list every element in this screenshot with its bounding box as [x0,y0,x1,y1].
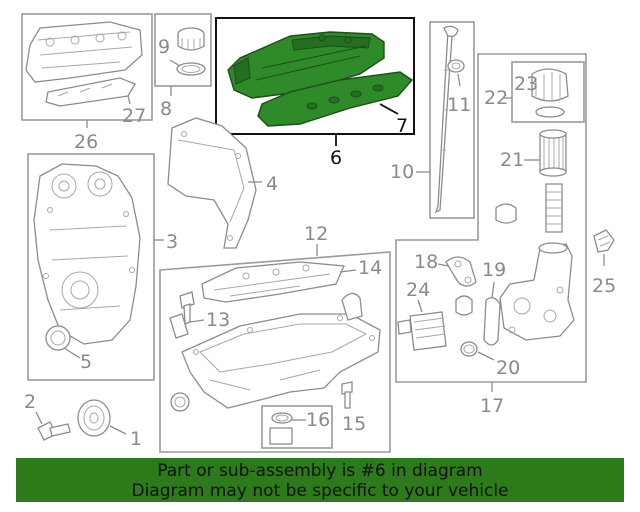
callout-9: 9 [158,36,170,58]
drain-plug-washer-part[interactable] [170,392,190,412]
group-box-16 [261,405,333,449]
callout-7: 7 [396,115,408,137]
callout-1: 1 [130,428,142,450]
o-ring-20-part[interactable] [460,341,478,357]
banner-line-1: Part or sub-assembly is #6 in diagram [157,461,483,481]
leader-19 [491,281,495,299]
callout-15: 15 [342,413,366,435]
bolt-15-part[interactable] [341,381,353,409]
leader-27 [127,95,131,105]
oil-pump-pickup-part[interactable] [201,261,345,303]
leader-1 [109,425,127,435]
crank-pulley-part[interactable] [77,399,111,437]
leader-11 [457,73,461,87]
callout-19: 19 [482,259,506,281]
callout-3: 3 [166,231,178,253]
leader-13 [189,319,205,323]
leader-5 [63,347,81,359]
callout-11: 11 [447,94,471,116]
callout-5: 5 [80,351,92,373]
leader-18 [437,263,449,267]
callout-17: 17 [480,395,504,417]
callout-22: 22 [484,87,508,109]
callout-14: 14 [358,257,382,279]
leader-14 [339,269,357,273]
callout-23: 23 [514,73,538,95]
group-box-3 [27,153,155,381]
callout-18: 18 [414,251,438,273]
oil-cooler-part[interactable] [397,295,473,351]
callout-26: 26 [74,131,98,153]
callout-2: 2 [24,391,36,413]
callout-4: 4 [266,173,278,195]
leader-24 [417,299,423,313]
callout-27: 27 [122,105,146,127]
callout-13: 13 [206,309,230,331]
group-box-10 [429,21,475,219]
banner-line-2: Diagram may not be specific to your vehi… [131,481,509,501]
crank-seal-part[interactable] [45,325,71,351]
group-box-22 [511,61,585,123]
group-box-12 [159,251,391,453]
oil-cooler-gasket-part[interactable] [445,256,501,346]
info-banner: Part or sub-assembly is #6 in diagram Di… [16,458,624,502]
callout-24: 24 [406,279,430,301]
drain-plug-part[interactable] [269,412,293,445]
leader-9 [169,59,181,67]
oil-filter-cap-part[interactable] [531,68,569,118]
oil-pressure-sensor-part[interactable] [593,229,615,253]
callout-10: 10 [390,161,414,183]
group-box-8 [154,13,212,87]
callout-8: 8 [160,98,172,120]
valve-cover-part[interactable] [227,31,414,127]
leader-7 [379,103,399,115]
callout-21: 21 [500,149,524,171]
callout-25: 25 [592,275,616,297]
bolt-13-part[interactable] [169,291,195,339]
callout-16: 16 [306,409,330,431]
group-box-17 [395,53,587,383]
oil-filter-element-part[interactable] [539,129,567,177]
timing-cover-part[interactable] [33,163,141,345]
callout-12: 12 [304,223,328,245]
timing-cover-gasket-part[interactable] [167,117,257,249]
group-box-6 [215,17,415,135]
oil-filter-spring-part[interactable] [495,183,563,233]
oil-fill-cap-part[interactable] [176,27,206,76]
oil-filter-housing-part[interactable] [499,242,575,341]
leader-2 [35,411,43,425]
callout-6: 6 [330,147,342,169]
oil-pan-part[interactable] [181,292,381,409]
dipstick-part[interactable] [434,25,465,214]
intake-manifold-part[interactable] [25,21,143,107]
crank-bolt-part[interactable] [37,421,71,441]
leader-20 [477,351,495,361]
callout-20: 20 [496,357,520,379]
